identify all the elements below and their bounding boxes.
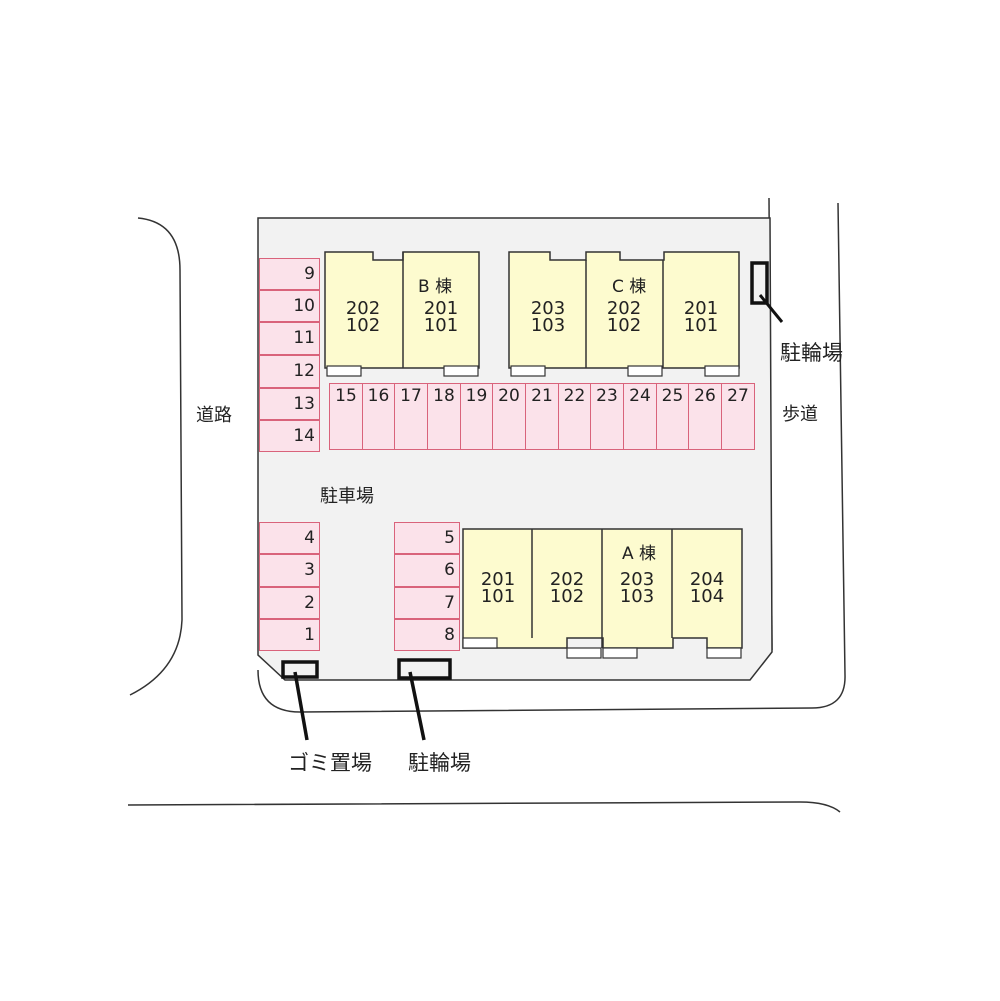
parking-stall[interactable]: 22 xyxy=(558,383,591,450)
unit-upper: 202 xyxy=(345,298,381,319)
unit[interactable]: 204 104 xyxy=(670,569,744,607)
sidewalk-edge xyxy=(257,202,846,713)
unit-upper: 201 xyxy=(480,569,516,590)
parking-stall[interactable]: 11 xyxy=(259,322,320,355)
unit-lower: 102 xyxy=(549,586,585,607)
unit[interactable]: 202 102 xyxy=(587,298,661,336)
unit-upper: 203 xyxy=(619,569,655,590)
parking-stall[interactable]: 24 xyxy=(623,383,657,450)
parking-stall[interactable]: 9 xyxy=(259,258,320,290)
parking-stall[interactable]: 3 xyxy=(259,554,320,587)
unit-lower: 101 xyxy=(683,315,719,336)
unit-lower: 102 xyxy=(345,315,381,336)
unit[interactable]: 202 102 xyxy=(530,569,604,607)
unit-upper: 203 xyxy=(530,298,566,319)
unit-upper: 202 xyxy=(606,298,642,319)
parking-stall[interactable]: 12 xyxy=(259,355,320,388)
parking-stall[interactable]: 18 xyxy=(427,383,461,450)
unit-upper: 202 xyxy=(549,569,585,590)
unit-lower: 104 xyxy=(689,586,725,607)
unit[interactable]: 202 102 xyxy=(326,298,400,336)
bike-parking-label-bottom: 駐輪場 xyxy=(408,751,471,775)
building-a-label: A 棟 xyxy=(622,544,657,564)
parking-stall[interactable]: 23 xyxy=(590,383,624,450)
road-left-edge xyxy=(129,217,183,696)
unit[interactable]: 201 101 xyxy=(461,569,535,607)
parking-stall[interactable]: 16 xyxy=(362,383,395,450)
road-bottom-edge xyxy=(127,801,841,813)
unit-lower: 101 xyxy=(480,586,516,607)
sidewalk-label: 歩道 xyxy=(782,404,818,425)
parking-stall[interactable]: 10 xyxy=(259,290,320,322)
unit[interactable]: 201 101 xyxy=(664,298,738,336)
parking-stall[interactable]: 13 xyxy=(259,388,320,420)
bike-parking-label-right: 駐輪場 xyxy=(780,341,843,365)
unit-lower: 101 xyxy=(423,315,459,336)
parking-stall[interactable]: 26 xyxy=(688,383,722,450)
unit[interactable]: 201 101 xyxy=(404,298,478,336)
parking-stall[interactable]: 7 xyxy=(394,587,460,619)
parking-stall[interactable]: 20 xyxy=(492,383,526,450)
unit-upper: 204 xyxy=(689,569,725,590)
parking-stall[interactable]: 15 xyxy=(329,383,363,450)
parking-stall[interactable]: 5 xyxy=(394,522,460,554)
unit[interactable]: 203 103 xyxy=(511,298,585,336)
road-label: 道路 xyxy=(196,405,232,426)
parking-stall[interactable]: 17 xyxy=(394,383,428,450)
parking-stall[interactable]: 25 xyxy=(656,383,689,450)
unit-lower: 103 xyxy=(619,586,655,607)
parking-lot-label: 駐車場 xyxy=(320,486,374,507)
parking-stall[interactable]: 1 xyxy=(259,619,320,651)
unit-upper: 201 xyxy=(423,298,459,319)
building-c-label: C 棟 xyxy=(612,277,647,297)
garbage-area-label: ゴミ置場 xyxy=(288,751,372,775)
unit-lower: 103 xyxy=(530,315,566,336)
parking-stall[interactable]: 6 xyxy=(394,554,460,587)
building-b-label: B 棟 xyxy=(418,277,453,297)
parking-stall[interactable]: 8 xyxy=(394,619,460,651)
parking-stall[interactable]: 2 xyxy=(259,587,320,619)
parking-stall[interactable]: 19 xyxy=(460,383,493,450)
unit-upper: 201 xyxy=(683,298,719,319)
unit-lower: 102 xyxy=(606,315,642,336)
parking-stall[interactable]: 4 xyxy=(259,522,320,554)
unit[interactable]: 203 103 xyxy=(600,569,674,607)
parking-stall[interactable]: 21 xyxy=(525,383,559,450)
parking-stall[interactable]: 14 xyxy=(259,420,320,452)
parking-stall[interactable]: 27 xyxy=(721,383,755,450)
